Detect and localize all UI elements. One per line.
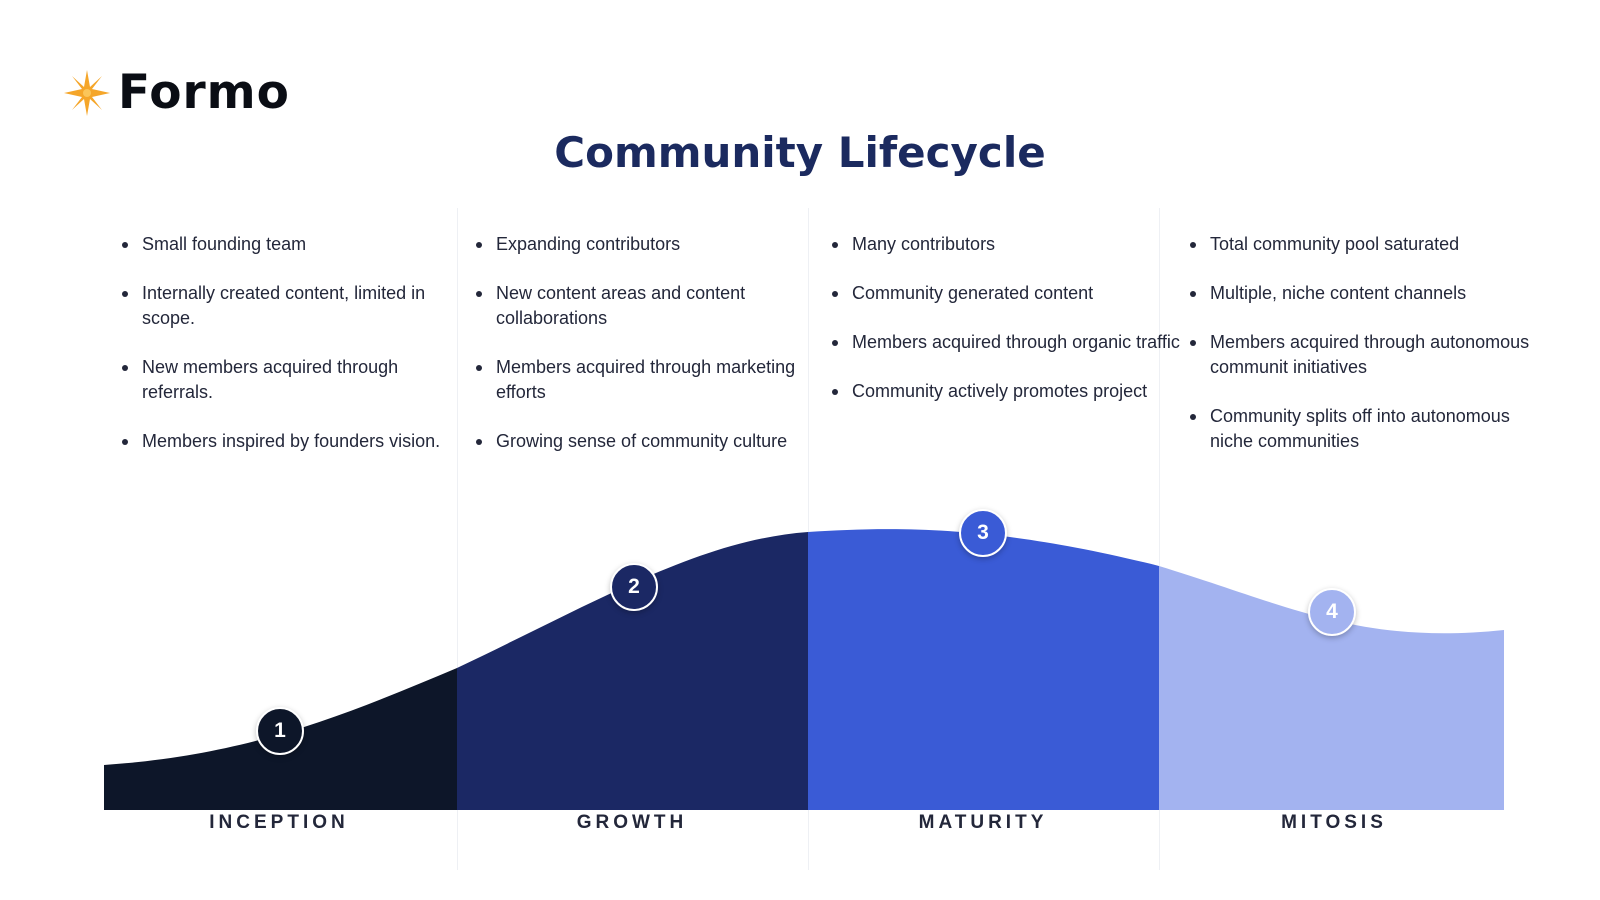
stage-3-area [808,529,1159,810]
bullet-item: Expanding contributors [474,232,824,257]
page-title: Community Lifecycle [554,128,1046,177]
stage-2-area [457,529,808,810]
bullet-item: Community splits off into autonomous nic… [1188,404,1538,454]
stage-1-badge: 1 [256,707,304,755]
brand-logo: Formo [62,68,290,118]
stage-1-description: Small founding team Internally created c… [120,232,470,478]
bullet-item: Members inspired by founders vision. [120,429,470,454]
bullet-item: New content areas and content collaborat… [474,281,824,331]
column-divider [457,208,458,870]
bullet-item: Members acquired through autonomous comm… [1188,330,1538,380]
bullet-item: Internally created content, limited in s… [120,281,470,331]
bullet-item: Multiple, niche content channels [1188,281,1538,306]
stage-1-area [104,529,457,810]
column-divider [1159,208,1160,870]
stage-4-label: MITOSIS [1281,812,1387,833]
stage-3-label: MATURITY [918,812,1048,833]
stage-4-badge: 4 [1308,588,1356,636]
bullet-item: Growing sense of community culture [474,429,824,454]
star-icon [64,70,110,116]
bullet-item: Community generated content [830,281,1180,306]
bullet-item: Community actively promotes project [830,379,1180,404]
bullet-item: Members acquired through organic traffic [830,330,1180,355]
bullet-item: Members acquired through marketing effor… [474,355,824,405]
stage-4-area [1159,529,1504,810]
bullet-item: Small founding team [120,232,470,257]
stage-3-description: Many contributors Community generated co… [830,232,1180,428]
stage-2-label: GROWTH [576,812,688,833]
bullet-item: Total community pool saturated [1188,232,1538,257]
stage-1-label: INCEPTION [209,812,349,833]
stage-4-description: Total community pool saturated Multiple,… [1188,232,1538,478]
bullet-item: Many contributors [830,232,1180,257]
brand-name: Formo [118,65,290,120]
stage-3-badge: 3 [959,509,1007,557]
stage-2-badge: 2 [610,563,658,611]
bullet-item: New members acquired through referrals. [120,355,470,405]
stage-2-description: Expanding contributors New content areas… [474,232,824,478]
